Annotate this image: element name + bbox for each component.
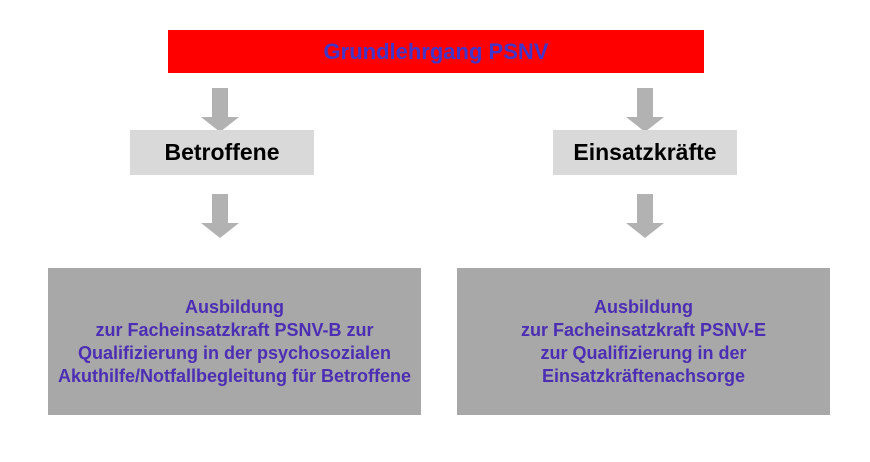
root-node-grundlehrgang-psnv: Grundlehrgang PSNV <box>168 30 704 73</box>
branch-node-label: Betroffene <box>164 139 280 165</box>
down-arrow-icon <box>201 194 239 238</box>
outcome-line: Ausbildung <box>185 296 284 317</box>
outcome-line: Akuthilfe/Notfallbegleitung für Betroffe… <box>58 365 411 386</box>
outcome-line: zur Facheinsatzkraft PSNV-E <box>520 319 767 340</box>
branch-node-label: Einsatzkräfte <box>573 139 717 165</box>
outcome-line: Einsatzkräftenachsorge <box>541 365 746 386</box>
branch-node-betroffene: Betroffene <box>130 130 314 175</box>
outcome-node-psnv-b: Ausbildung zur Facheinsatzkraft PSNV-B z… <box>48 268 421 415</box>
branch-node-einsatzkraefte: Einsatzkräfte <box>553 130 737 175</box>
outcome-line: Ausbildung <box>594 296 693 317</box>
down-arrow-icon <box>626 194 664 238</box>
outcome-line: zur Facheinsatzkraft PSNV-B zur <box>95 319 374 340</box>
outcome-line: Qualifizierung in der psychosozialen <box>77 342 392 363</box>
down-arrow-icon <box>201 88 239 132</box>
down-arrow-icon <box>626 88 664 132</box>
outcome-node-psnv-e: Ausbildung zur Facheinsatzkraft PSNV-E z… <box>457 268 830 415</box>
root-node-label: Grundlehrgang PSNV <box>323 38 549 64</box>
outcome-line: zur Qualifizierung in der <box>540 342 747 363</box>
